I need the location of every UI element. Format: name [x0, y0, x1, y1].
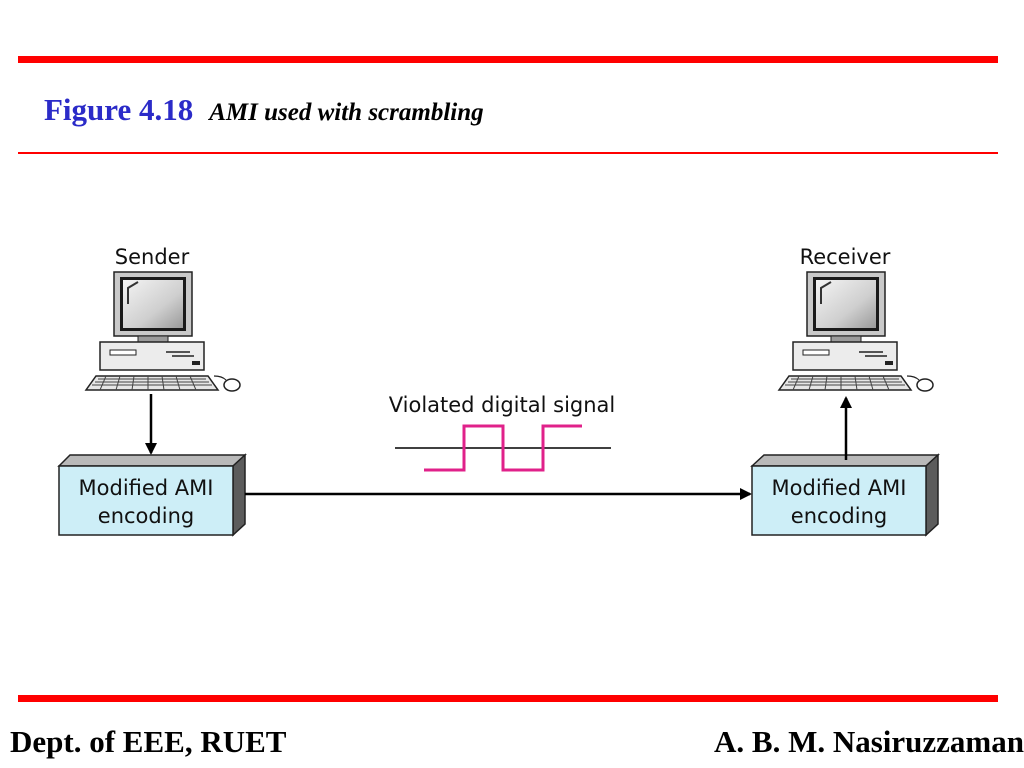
bottom-rule [18, 695, 998, 702]
figure-title: AMI used with scrambling [209, 99, 484, 126]
sender-label: Sender [115, 245, 190, 269]
encoder-box-right: Modified AMI encoding [750, 453, 940, 537]
signal-waveform [424, 424, 582, 472]
figure-number: Figure 4.18 [44, 92, 194, 127]
top-rule-thick [18, 56, 998, 63]
encoder-left-line2: encoding [98, 504, 194, 528]
encoder-right-line1: Modified AMI [772, 476, 907, 500]
footer-author: A. B. M. Nasiruzzaman [714, 724, 1024, 759]
sender-computer-icon [84, 271, 241, 392]
receiver-computer-icon [777, 271, 934, 392]
receiver-label: Receiver [800, 245, 891, 269]
footer-department: Dept. of EEE, RUET [10, 724, 287, 759]
signal-label: Violated digital signal [389, 393, 616, 417]
encoder-right-line2: encoding [791, 504, 887, 528]
top-rule-thin [18, 152, 998, 154]
encoder-box-left: Modified AMI encoding [57, 453, 247, 537]
encoder-left-line1: Modified AMI [79, 476, 214, 500]
figure-caption: Figure 4.18 AMI used with scrambling [44, 92, 484, 128]
